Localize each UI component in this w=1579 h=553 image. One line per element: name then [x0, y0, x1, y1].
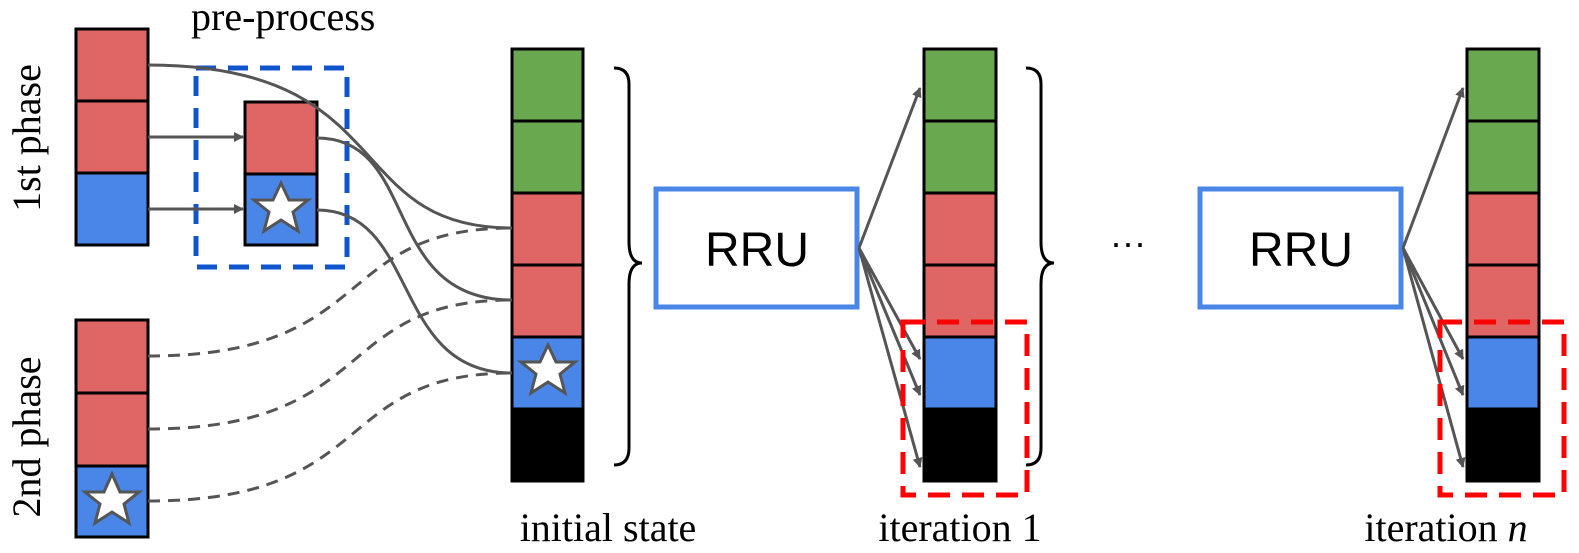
block-green [1465, 119, 1541, 195]
block-green [922, 119, 998, 195]
brace-initial [613, 66, 643, 467]
block-red [510, 263, 585, 339]
block-red [922, 191, 998, 267]
block-red [922, 263, 998, 339]
block-black [922, 407, 998, 483]
first-phase-label: 1st phase [4, 64, 49, 212]
phase-2-dashed-connectors [147, 226, 513, 503]
block-blue [922, 335, 998, 411]
phase-connectors [147, 63, 513, 375]
block-green [1465, 47, 1541, 123]
rru-2-arrows [1401, 87, 1466, 468]
star-icon [516, 341, 580, 397]
block-red [74, 99, 150, 175]
iteration-1-stack [922, 47, 998, 483]
block-red [74, 27, 150, 103]
rru-1-arrows [857, 87, 923, 468]
iteration-n-label: iteration n [1364, 505, 1527, 550]
block-green [510, 119, 585, 195]
block-red [1465, 191, 1541, 267]
pre-process-box [193, 65, 350, 270]
rru-box-1 [653, 186, 860, 310]
curve-preprocess-blue [316, 208, 513, 375]
dashed-curve-red-a [147, 226, 513, 358]
block-green [922, 47, 998, 123]
iteration-n-variable: n [1508, 505, 1528, 550]
highlight-box-1 [900, 319, 1030, 498]
block-red [74, 318, 150, 395]
curve-preprocess-red [316, 136, 513, 302]
rru-box-2 [1197, 186, 1404, 310]
initial-state-label: initial state [520, 505, 697, 550]
pre-process-stack [243, 100, 319, 247]
block-red [510, 191, 585, 267]
block-black [1465, 407, 1541, 483]
block-red [74, 391, 150, 468]
block-green [510, 47, 585, 123]
iteration-n-stack [1465, 47, 1541, 483]
star-icon [249, 179, 313, 235]
dashed-curve-red-b [147, 298, 513, 431]
initial-state-stack [510, 47, 585, 483]
iteration-1-label: iteration 1 [878, 505, 1041, 550]
ellipsis: ··· [1110, 222, 1146, 263]
star-icon [80, 470, 144, 527]
dashed-curve-blue [147, 371, 513, 503]
block-red [1465, 263, 1541, 339]
first-phase-stack [74, 27, 150, 247]
curve-first-red [147, 63, 513, 230]
block-blue [1465, 335, 1541, 411]
rru-label-1: RRU [705, 224, 809, 277]
rru-label-2: RRU [1249, 224, 1353, 277]
highlight-box-n [1437, 319, 1567, 498]
second-phase-stack [74, 318, 150, 539]
iteration-n-prefix: iteration [1364, 505, 1507, 550]
second-phase-label: 2nd phase [4, 356, 49, 517]
block-black [510, 407, 585, 483]
pre-process-label: pre-process [191, 0, 375, 39]
block-blue [74, 171, 150, 247]
brace-iteration-1 [1025, 66, 1055, 467]
block-red [243, 100, 319, 176]
